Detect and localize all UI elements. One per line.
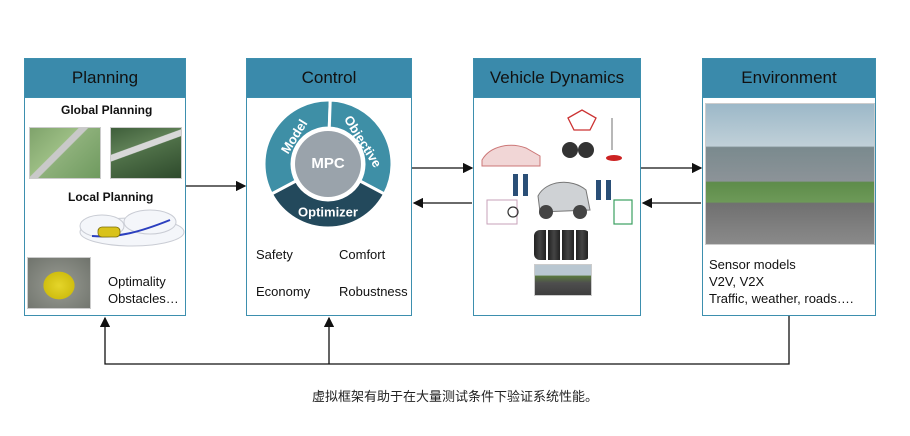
road-track-thumbnail xyxy=(110,127,182,179)
ring-segment-model xyxy=(262,98,332,197)
vehicle-sketch-icon xyxy=(481,109,633,225)
criteria-safety: Safety xyxy=(256,247,293,262)
criteria-comfort: Comfort xyxy=(339,247,386,262)
ring-center xyxy=(295,131,361,197)
planning-note-obstacles: Obstacles… xyxy=(108,291,179,306)
criteria-robustness: Robustness xyxy=(339,284,408,299)
ring-label-optimizer: Optimizer xyxy=(298,204,358,219)
road-simulation-image xyxy=(534,264,592,296)
ring-segment-objective xyxy=(327,98,394,197)
environment-simulation-image xyxy=(705,103,875,245)
global-planning-label: Global Planning xyxy=(61,103,153,117)
planning-title: Planning xyxy=(25,59,185,98)
local-planning-label: Local Planning xyxy=(68,190,154,204)
yellow-car-thumbnail xyxy=(27,257,91,309)
environment-note-traffic: Traffic, weather, roads…. xyxy=(709,291,854,306)
environment-note-v2v: V2V, V2X xyxy=(709,274,765,289)
ring-label-mpc: MPC xyxy=(311,155,345,172)
environment-note-sensor: Sensor models xyxy=(709,257,796,272)
control-title: Control xyxy=(247,59,411,98)
tire-stack-image xyxy=(534,230,590,260)
vehicle-dynamics-title: Vehicle Dynamics xyxy=(474,59,640,98)
figure-caption: 虚拟框架有助于在大量测试条件下验证系统性能。 xyxy=(311,389,598,404)
ring-segment-optimizer xyxy=(269,178,387,230)
cloud-path-icon xyxy=(79,209,185,247)
environment-title: Environment xyxy=(703,59,875,98)
planning-note-optimality: Optimality xyxy=(108,274,166,289)
criteria-economy: Economy xyxy=(256,284,311,299)
city-map-thumbnail xyxy=(29,127,101,179)
feedback-to-planning xyxy=(99,316,790,365)
